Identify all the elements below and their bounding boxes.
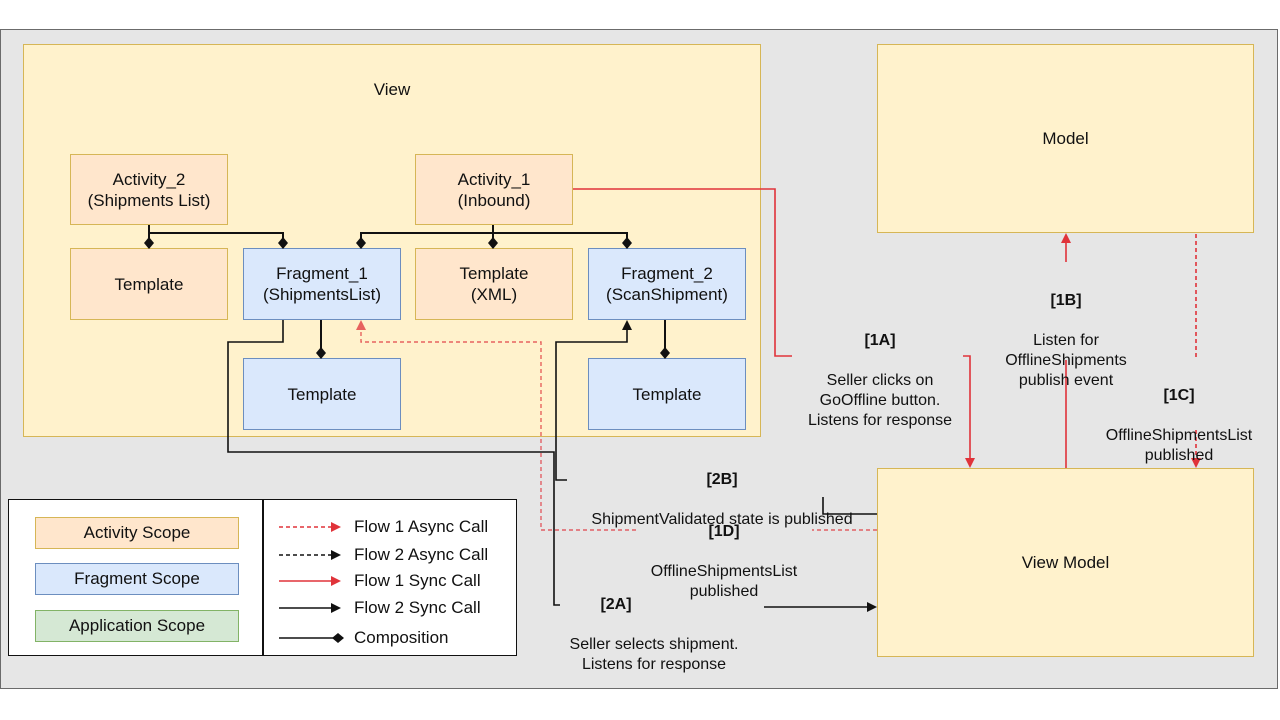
flow-2b-tag: [2B]	[706, 471, 738, 488]
legend-fragment-scope: Fragment Scope	[35, 563, 239, 595]
template-fragment-2: Template	[588, 358, 746, 430]
flow-1c-text: OfflineShipmentsList published	[1105, 427, 1253, 464]
flow-2b-text: ShipmentValidated state is published	[591, 511, 853, 528]
legend-flow1-async: Flow 1 Async Call	[354, 517, 489, 536]
activity-1-name: Activity_1	[457, 169, 531, 189]
fragment-1-name: Fragment_1	[276, 264, 368, 283]
legend-flow1-sync: Flow 1 Sync Call	[354, 571, 481, 590]
legend-application-scope-label: Application Scope	[68, 616, 206, 635]
fragment-2-node: Fragment_2 (ScanShipment)	[588, 248, 746, 320]
flow-2b-label: [2B] ShipmentValidated state is publishe…	[566, 450, 878, 530]
legend-composition: Composition	[354, 628, 449, 647]
flow-1b-tag: [1B]	[1050, 292, 1082, 309]
flow-2a-tag: [2A]	[600, 596, 632, 613]
activity-2-node: Activity_2 (Shipments List)	[70, 154, 228, 225]
template-activity-2: Template	[70, 248, 228, 320]
legend-divider	[262, 500, 264, 655]
template-activity-2-name: Template	[114, 274, 184, 294]
legend-line-samples	[279, 522, 344, 643]
view-model-title: View Model	[1021, 553, 1110, 572]
view-title: View	[373, 80, 411, 99]
flow-1c-tag: [1C]	[1163, 387, 1195, 404]
fragment-1-sub: (ShipmentsList)	[262, 285, 382, 304]
flow-1b-label: [1B] Listen for OfflineShipments publish…	[981, 271, 1151, 391]
fragment-1-node: Fragment_1 (ShipmentsList)	[243, 248, 401, 320]
legend-flow2-async: Flow 2 Async Call	[354, 545, 489, 564]
flow-2a-label: [2A] Seller selects shipment. Listens fo…	[556, 575, 752, 675]
legend-fragment-scope-label: Fragment Scope	[74, 569, 200, 588]
flow-1a-label: [1A] Seller clicks on GoOffline button. …	[790, 311, 970, 431]
fragment-2-sub: (ScanShipment)	[606, 285, 728, 304]
template-fragment-1: Template	[243, 358, 401, 430]
flow-1b-text: Listen for OfflineShipments publish even…	[1005, 332, 1127, 389]
template-fragment-2-name: Template	[632, 384, 702, 404]
flow-1c-label: [1C] OfflineShipmentsList published	[1086, 366, 1272, 466]
template-xml-node: Template (XML)	[415, 248, 573, 320]
activity-2-sub: (Shipments List)	[87, 190, 211, 210]
flow-1a-tag: [1A]	[864, 332, 896, 349]
model-box: Model	[877, 44, 1254, 233]
legend-flow2-sync: Flow 2 Sync Call	[354, 598, 481, 617]
fragment-2-name: Fragment_2	[621, 264, 713, 283]
flow-1d-label: [1D] OfflineShipmentsList published	[634, 502, 814, 602]
template-xml-name: Template	[459, 264, 529, 283]
flow-1d-tag: [1D]	[708, 523, 740, 540]
legend-activity-scope-label: Activity Scope	[83, 523, 191, 542]
template-fragment-1-name: Template	[287, 384, 357, 404]
flow-1a-text: Seller clicks on GoOffline button. Liste…	[807, 372, 953, 429]
legend-application-scope: Application Scope	[35, 610, 239, 642]
legend: Activity Scope Fragment Scope Applicatio…	[8, 499, 517, 656]
legend-activity-scope: Activity Scope	[35, 517, 239, 549]
flow-1d-text: OfflineShipmentsList published	[650, 563, 798, 600]
model-title: Model	[1042, 129, 1089, 148]
view-model-box: View Model	[877, 468, 1254, 657]
template-xml-sub: (XML)	[470, 285, 518, 304]
activity-1-sub: (Inbound)	[457, 190, 531, 210]
flow-2a-text: Seller selects shipment. Listens for res…	[569, 636, 739, 673]
activity-1-node: Activity_1 (Inbound)	[415, 154, 573, 225]
activity-2-name: Activity_2	[112, 169, 186, 189]
